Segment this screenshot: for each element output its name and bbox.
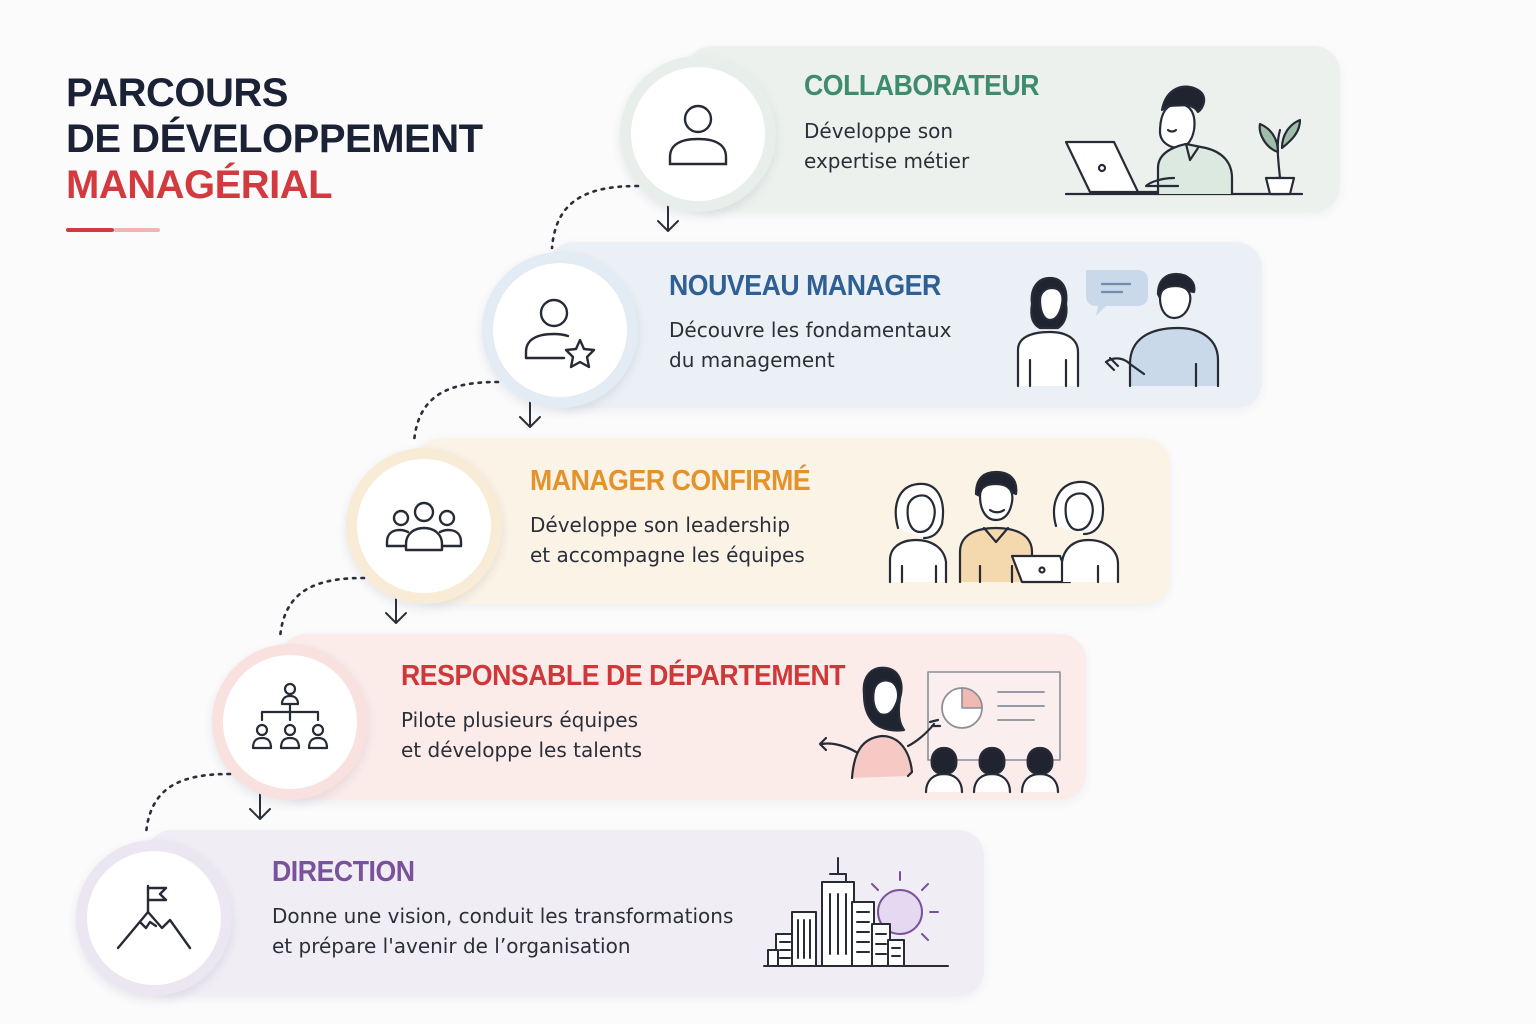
stage-circle-direction xyxy=(76,840,232,996)
stage-desc-manager-confirme-2: et accompagne les équipes xyxy=(530,543,805,567)
stage-circle-collaborateur xyxy=(620,56,776,212)
stage-circle-responsable xyxy=(212,644,368,800)
stage-title-nouveau-manager: NOUVEAU MANAGER xyxy=(669,270,941,302)
stage-desc-manager-confirme-1: Développe son leadership xyxy=(530,513,791,537)
stage-circle-nouveau-manager xyxy=(482,252,638,408)
group-icon xyxy=(385,501,463,552)
stage-desc-direction-1: Donne une vision, conduit les transforma… xyxy=(272,904,734,928)
stage-desc-nouveau-manager-1: Découvre les fondamentaux xyxy=(669,318,952,342)
stage-title-direction: DIRECTION xyxy=(272,856,415,888)
stage-title-responsable: RESPONSABLE DE DÉPARTEMENT xyxy=(401,660,846,692)
stage-desc-collaborateur-1: Développe son xyxy=(804,119,954,143)
page-title: PARCOURS DE DÉVELOPPEMENT MANAGÉRIAL xyxy=(66,70,483,208)
stage-desc-nouveau-manager-2: du management xyxy=(669,348,835,372)
person-at-laptop-illustration xyxy=(1064,85,1304,196)
title-accent: MANAGÉRIAL xyxy=(66,163,333,207)
title-line-1: PARCOURS xyxy=(66,71,288,115)
stage-title-manager-confirme: MANAGER CONFIRMÉ xyxy=(530,465,811,497)
team-meeting-illustration xyxy=(888,470,1120,584)
org-chart-icon xyxy=(251,682,329,750)
title-underline xyxy=(66,228,160,232)
stage-desc-collaborateur-2: expertise métier xyxy=(804,149,970,173)
stage-title-collaborateur: COLLABORATEUR xyxy=(804,70,1040,102)
stage-desc-responsable-1: Pilote plusieurs équipes xyxy=(401,708,639,732)
stage-circle-manager-confirme xyxy=(346,448,502,604)
user-star-icon xyxy=(524,298,596,369)
city-skyline-illustration xyxy=(763,857,949,967)
stage-desc-direction-2: et prépare l'avenir de l’organisation xyxy=(272,934,631,958)
presentation-illustration xyxy=(818,666,1061,794)
mountain-flag-icon xyxy=(116,884,192,950)
title-line-2: DE DÉVELOPPEMENT xyxy=(66,117,483,161)
two-people-talking-illustration xyxy=(1016,270,1220,388)
stage-desc-responsable-2: et développe les talents xyxy=(401,738,643,762)
user-icon xyxy=(668,104,728,166)
